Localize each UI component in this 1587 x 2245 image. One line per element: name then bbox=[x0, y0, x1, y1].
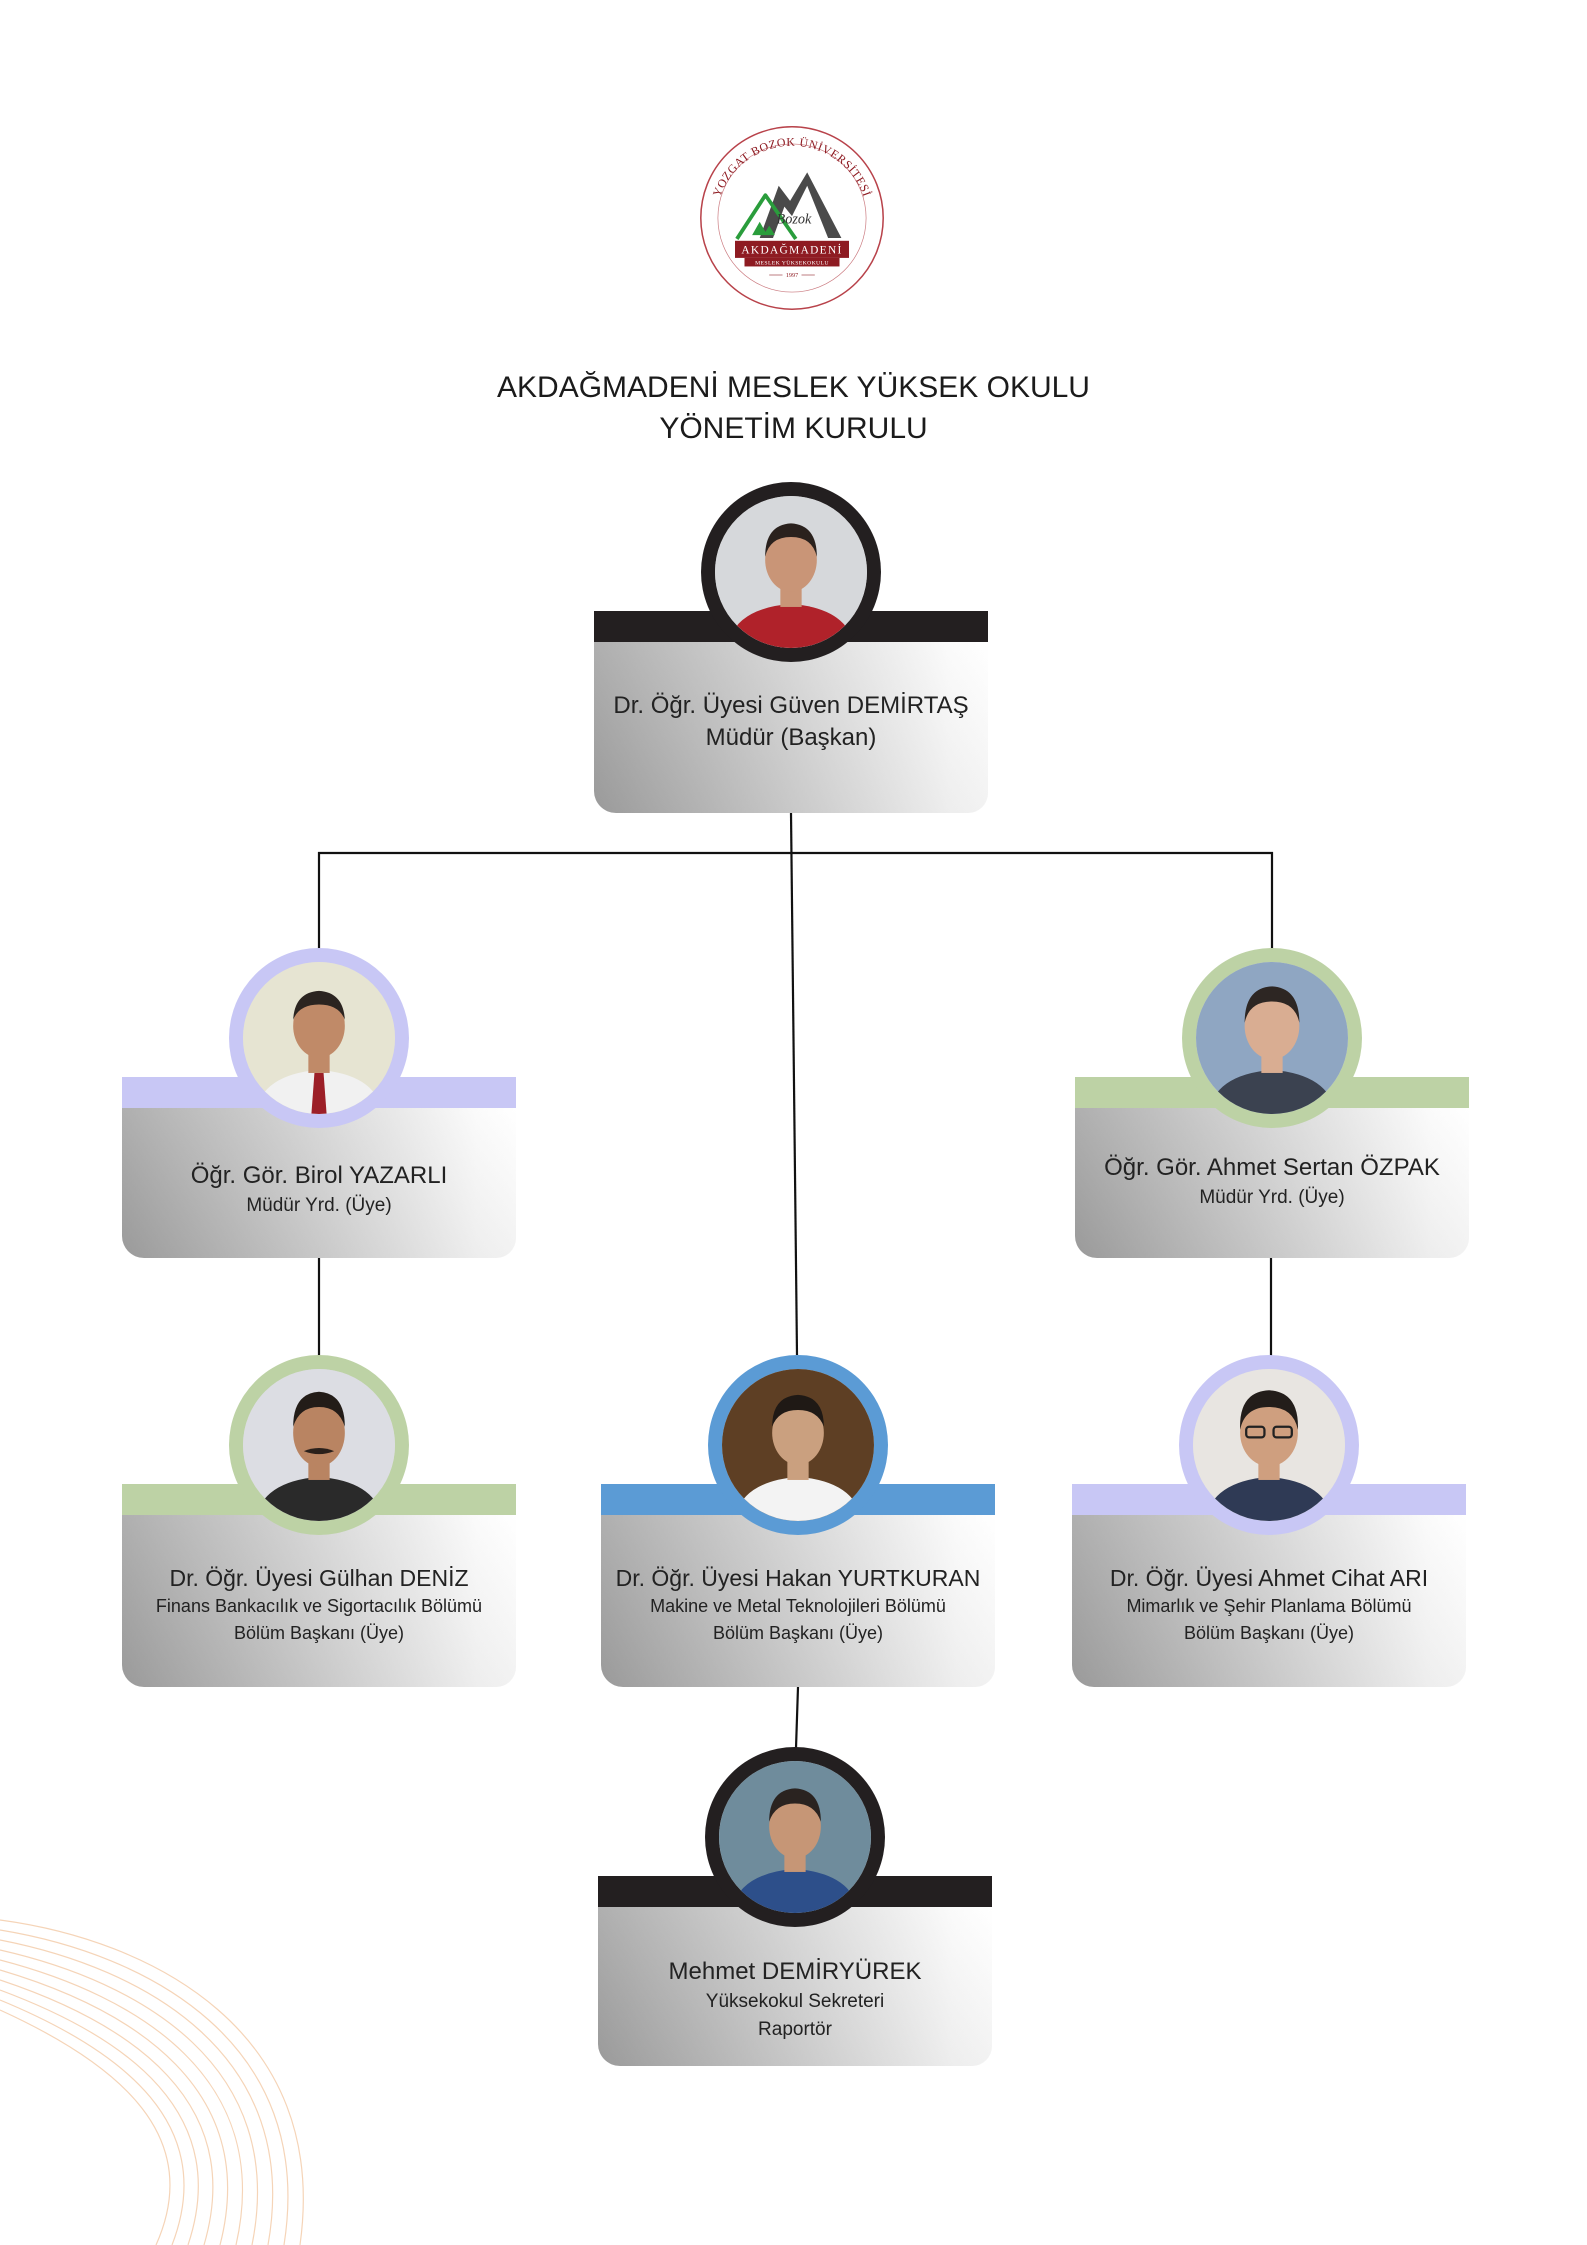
photo-frame bbox=[705, 1747, 885, 1927]
card-body: Öğr. Gör. Birol YAZARLI Müdür Yrd. (Üye) bbox=[122, 1108, 516, 1258]
member-role: Bölüm Başkanı (Üye) bbox=[1183, 1623, 1355, 1643]
member-name: Öğr. Gör. Birol YAZARLI bbox=[190, 1162, 448, 1189]
logo-banner-subtext: MESLEK YÜKSEKOKULU bbox=[755, 260, 829, 267]
card-body: Dr. Öğr. Üyesi Hakan YURTKURAN Makine ve… bbox=[601, 1515, 995, 1687]
member-photo bbox=[719, 1761, 871, 1913]
photo-frame bbox=[229, 948, 409, 1128]
member-name: Dr. Öğr. Üyesi Güven DEMİRTAŞ bbox=[613, 692, 969, 719]
member-department: Mimarlık ve Şehir Planlama Bölümü bbox=[1126, 1596, 1412, 1616]
member-card-department-head-finance: Dr. Öğr. Üyesi Gülhan DENİZ Finans Banka… bbox=[122, 1355, 516, 1687]
member-name: Dr. Öğr. Üyesi Ahmet Cihat ARI bbox=[1109, 1565, 1429, 1591]
member-role: Bölüm Başkanı (Üye) bbox=[712, 1623, 884, 1643]
logo-year: 1997 bbox=[786, 273, 798, 279]
member-role-secondary: Raportör bbox=[758, 2019, 832, 2040]
title-line-1: AKDAĞMADENİ MESLEK YÜKSEK OKULU bbox=[497, 371, 1090, 404]
member-role: Müdür Yrd. (Üye) bbox=[1199, 1187, 1345, 1208]
member-photo bbox=[1196, 962, 1348, 1114]
member-department: Finans Bankacılık ve Sigortacılık Bölümü bbox=[155, 1596, 483, 1616]
member-role: Bölüm Başkanı (Üye) bbox=[233, 1623, 405, 1643]
connector-center-lower bbox=[794, 1686, 800, 1749]
photo-frame bbox=[701, 482, 881, 662]
member-role: Yüksekokul Sekreteri bbox=[705, 1991, 885, 2012]
photo-frame bbox=[1182, 948, 1362, 1128]
member-photo bbox=[1193, 1369, 1345, 1521]
decorative-waves bbox=[0, 1919, 304, 2245]
member-card-vice-director-right: Öğr. Gör. Ahmet Sertan ÖZPAK Müdür Yrd. … bbox=[1075, 948, 1469, 1258]
page-title: AKDAĞMADENİ MESLEK YÜKSEK OKULU YÖNETİM … bbox=[0, 367, 1587, 449]
member-role: Müdür Yrd. (Üye) bbox=[246, 1195, 392, 1216]
card-body: Dr. Öğr. Üyesi Ahmet Cihat ARI Mimarlık … bbox=[1072, 1515, 1466, 1687]
card-body: Öğr. Gör. Ahmet Sertan ÖZPAK Müdür Yrd. … bbox=[1075, 1108, 1469, 1258]
member-card-director: Dr. Öğr. Üyesi Güven DEMİRTAŞ Müdür (Baş… bbox=[594, 482, 988, 813]
member-photo bbox=[243, 962, 395, 1114]
logo-banner-text: AKDAĞMADENİ bbox=[741, 245, 842, 257]
member-card-vice-director-left: Öğr. Gör. Birol YAZARLI Müdür Yrd. (Üye) bbox=[122, 948, 516, 1258]
photo-frame bbox=[229, 1355, 409, 1535]
member-card-department-head-machinery: Dr. Öğr. Üyesi Hakan YURTKURAN Makine ve… bbox=[601, 1355, 995, 1687]
member-name: Dr. Öğr. Üyesi Hakan YURTKURAN bbox=[615, 1565, 981, 1591]
member-name: Mehmet DEMİRYÜREK bbox=[668, 1958, 922, 1985]
card-body: Mehmet DEMİRYÜREK Yüksekokul Sekreteri R… bbox=[598, 1907, 992, 2066]
member-card-department-head-architecture: Dr. Öğr. Üyesi Ahmet Cihat ARI Mimarlık … bbox=[1072, 1355, 1466, 1687]
logo-green-peak bbox=[735, 193, 798, 240]
school-logo: YOZGAT BOZOK ÜNİVERSİTESİ Bozok AKDAĞMAD… bbox=[700, 126, 884, 310]
member-card-secretary: Mehmet DEMİRYÜREK Yüksekokul Sekreteri R… bbox=[598, 1747, 992, 2066]
title-line-2: YÖNETİM KURULU bbox=[659, 412, 928, 445]
photo-frame bbox=[708, 1355, 888, 1535]
member-photo bbox=[715, 496, 867, 648]
member-role: Müdür (Başkan) bbox=[705, 724, 877, 751]
card-body: Dr. Öğr. Üyesi Gülhan DENİZ Finans Banka… bbox=[122, 1515, 516, 1687]
member-photo bbox=[243, 1369, 395, 1521]
logo-script: Bozok bbox=[776, 212, 812, 228]
member-department: Makine ve Metal Teknolojileri Bölümü bbox=[650, 1596, 946, 1616]
member-photo bbox=[722, 1369, 874, 1521]
member-name: Dr. Öğr. Üyesi Gülhan DENİZ bbox=[169, 1565, 469, 1591]
card-body: Dr. Öğr. Üyesi Güven DEMİRTAŞ Müdür (Baş… bbox=[594, 642, 988, 813]
connector-trunk bbox=[789, 812, 799, 1356]
member-name: Öğr. Gör. Ahmet Sertan ÖZPAK bbox=[1104, 1154, 1440, 1181]
photo-frame bbox=[1179, 1355, 1359, 1535]
